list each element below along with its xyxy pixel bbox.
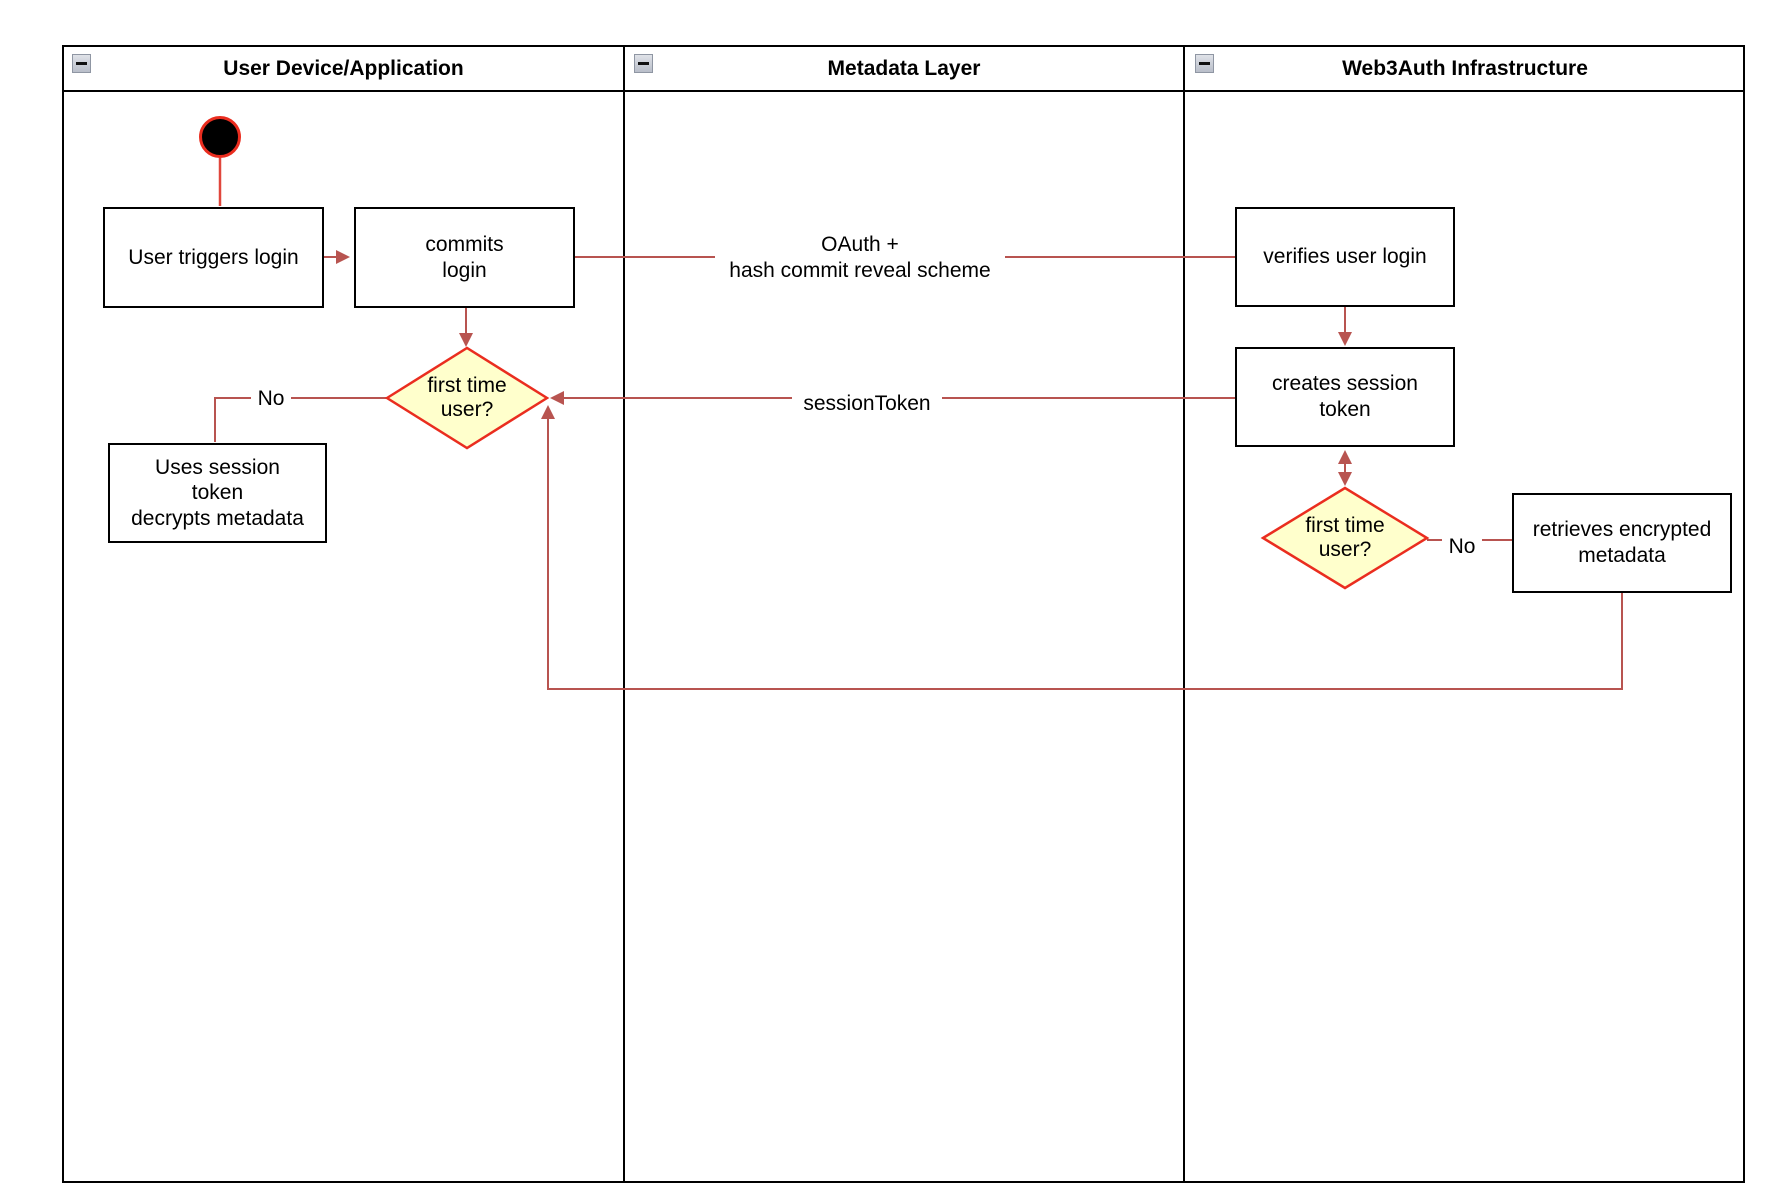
edge-label-no-infra: No — [1442, 533, 1482, 561]
start-state-circle[interactable] — [199, 116, 241, 158]
minus-icon — [76, 62, 87, 65]
arrowhead-up-icon — [541, 405, 555, 419]
lane-title-metadata-layer: Metadata Layer — [827, 56, 981, 80]
node-user-triggers-login[interactable]: User triggers login — [103, 207, 324, 308]
node-commits-login[interactable]: commits login — [354, 207, 575, 308]
node-label: commits login — [425, 232, 504, 282]
edge-label-no-device: No — [251, 386, 291, 412]
minus-icon — [638, 62, 649, 65]
lane-header-rule — [64, 90, 1743, 92]
decision-first-time-user-infra[interactable] — [1260, 486, 1430, 590]
lane-title-web3auth: Web3Auth Infrastructure — [1342, 56, 1588, 80]
node-retrieves-encrypted-metadata[interactable]: retrieves encrypted metadata — [1512, 493, 1732, 593]
lane-divider-2 — [1183, 47, 1185, 1181]
collapse-lane-button-metadata-layer[interactable] — [634, 54, 653, 73]
collapse-lane-button-web3auth[interactable] — [1195, 54, 1214, 73]
minus-icon — [1199, 62, 1210, 65]
decision-first-time-user-device[interactable] — [384, 346, 550, 450]
arrowhead-up-icon — [1338, 450, 1352, 464]
arrowhead-right-icon — [336, 250, 350, 264]
decision-label-device: first time user? — [427, 373, 507, 421]
lane-divider-1 — [623, 47, 625, 1181]
arrowhead-down-icon — [1338, 472, 1352, 486]
edge-return-to-decision — [547, 419, 1623, 690]
arrowhead-down-icon — [1338, 332, 1352, 346]
node-verifies-user-login[interactable]: verifies user login — [1235, 207, 1455, 307]
edge-label-oauth: OAuth + hash commit reveal scheme — [715, 230, 1005, 286]
lane-header-web3auth[interactable]: Web3Auth Infrastructure — [1185, 47, 1745, 90]
collapse-lane-button-user-device[interactable] — [72, 54, 91, 73]
lane-title-user-device: User Device/Application — [223, 56, 464, 80]
lane-header-metadata-layer[interactable]: Metadata Layer — [625, 47, 1183, 90]
edge-no-to-uses-session — [214, 397, 387, 442]
node-label: verifies user login — [1263, 245, 1427, 269]
node-uses-session-token[interactable]: Uses session token decrypts metadata — [108, 443, 327, 543]
node-creates-session-token[interactable]: creates session token — [1235, 347, 1455, 447]
arrowhead-down-icon — [459, 333, 473, 347]
arrowhead-left-icon — [550, 391, 564, 405]
decision-label-infra: first time user? — [1305, 513, 1385, 561]
node-label: creates session token — [1272, 372, 1418, 421]
node-label: User triggers login — [128, 245, 299, 269]
edge-label-session-token: sessionToken — [792, 389, 942, 419]
lane-header-user-device[interactable]: User Device/Application — [64, 47, 623, 90]
node-label: retrieves encrypted metadata — [1532, 518, 1712, 567]
node-label: Uses session token decrypts metadata — [131, 455, 304, 530]
